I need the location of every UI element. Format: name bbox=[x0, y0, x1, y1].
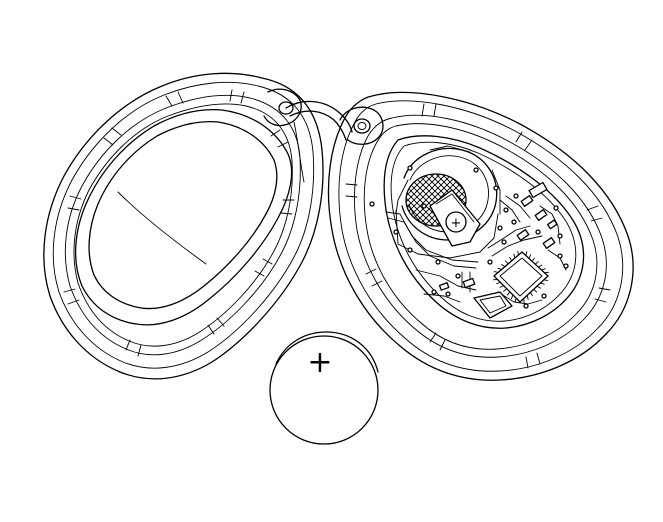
pcb-polarity-label: + bbox=[451, 216, 462, 231]
coin-battery-edge bbox=[269, 335, 379, 445]
coin-battery-rim bbox=[275, 331, 379, 373]
front-housing-window-frame bbox=[74, 108, 293, 326]
front-housing bbox=[43, 72, 324, 380]
front-housing-outer-edge-inner bbox=[52, 81, 315, 369]
front-housing-outer-edge bbox=[43, 72, 324, 380]
pcb-components bbox=[438, 181, 558, 319]
front-housing-ring-hole bbox=[278, 101, 294, 115]
battery-holder bbox=[395, 147, 501, 259]
rear-housing-ring-lug bbox=[339, 106, 384, 145]
rear-housing-ring-hole bbox=[353, 118, 371, 134]
rear-housing: + bbox=[327, 91, 634, 381]
front-housing-seal-groove-inner bbox=[73, 103, 293, 347]
pcb-board bbox=[383, 135, 585, 329]
battery-polarity-label: + bbox=[307, 345, 332, 380]
pcb-microchip bbox=[492, 250, 550, 304]
battery-contact-grid bbox=[405, 173, 467, 227]
front-housing-window-lens bbox=[88, 120, 278, 310]
battery-contact-tab: + bbox=[429, 189, 481, 247]
window-reflection-line bbox=[117, 191, 207, 265]
rear-housing-outer-edge bbox=[327, 91, 634, 381]
rear-housing-outer-edge-inner bbox=[338, 100, 624, 372]
coin-battery: + bbox=[269, 331, 379, 445]
rear-housing-seal-groove-outer bbox=[354, 114, 607, 358]
front-housing-clip-tabs bbox=[63, 89, 295, 357]
front-housing-ring-lug bbox=[263, 88, 302, 127]
rear-housing-seal-groove-inner bbox=[363, 123, 598, 350]
rear-housing-clip-tabs bbox=[345, 103, 611, 369]
pcb-pads bbox=[369, 165, 569, 309]
hinge-strap bbox=[285, 100, 353, 183]
